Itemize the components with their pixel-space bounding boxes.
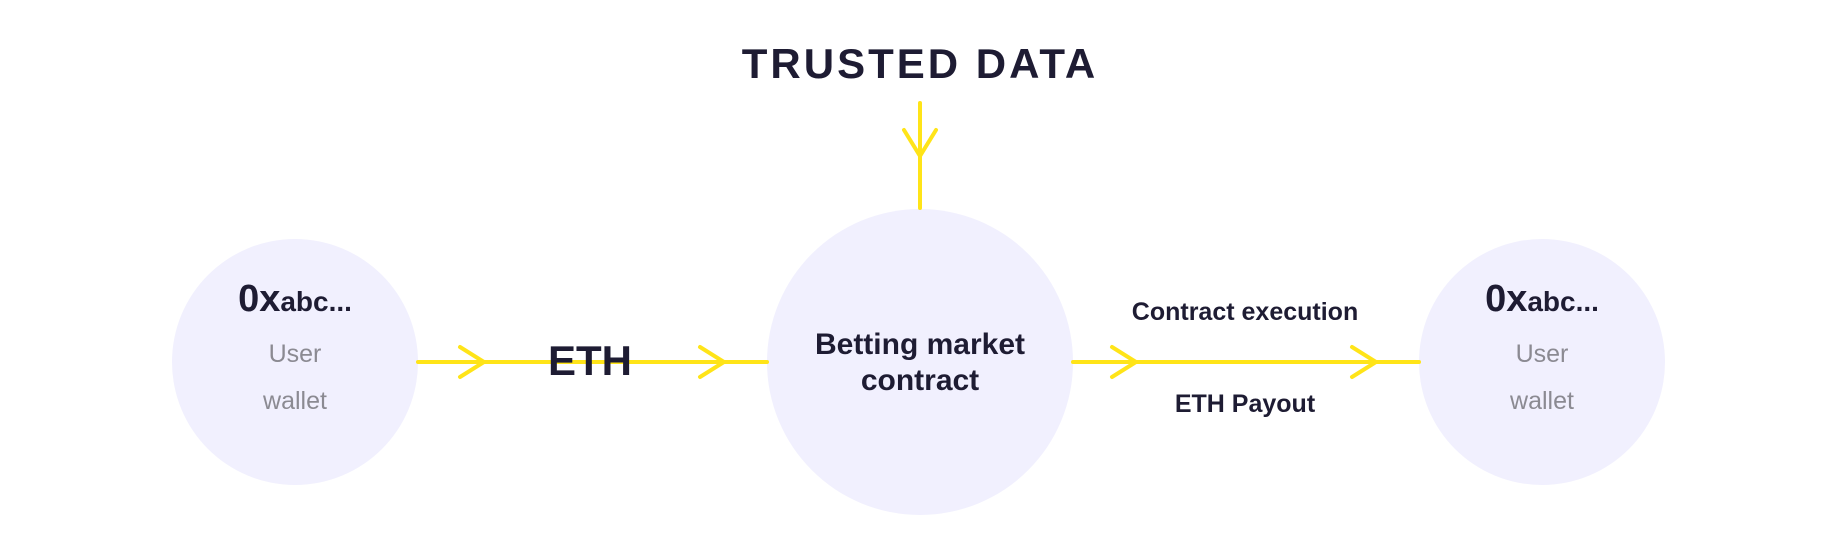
- trusted-data-title: TRUSTED DATA: [741, 40, 1099, 87]
- left-wallet-address-suffix: abc...: [280, 286, 352, 317]
- right-wallet-node: [1419, 239, 1665, 485]
- contract-label: Betting market contract: [814, 328, 1026, 397]
- right-wallet-label-line1: User: [1515, 340, 1569, 368]
- deposit-label: ETH: [548, 337, 632, 384]
- right-wallet-address-suffix: abc...: [1527, 286, 1599, 317]
- payout-arrow: [1071, 345, 1421, 379]
- trusted-data-arrow: [902, 101, 938, 210]
- left-wallet-label-line2: wallet: [263, 387, 327, 415]
- right-wallet-label-line2: wallet: [1510, 387, 1574, 415]
- execution-label: Contract execution: [1131, 298, 1359, 326]
- deposit-arrow: [416, 345, 769, 379]
- left-wallet-node: [172, 239, 418, 485]
- contract-node: [767, 209, 1073, 515]
- right-wallet-address: 0xabc...: [1417, 278, 1667, 321]
- left-wallet-address-prefix: 0x: [238, 278, 281, 320]
- left-wallet-label-line1: User: [268, 340, 322, 368]
- left-wallet-address: 0xabc...: [170, 278, 420, 321]
- payout-label: ETH Payout: [1174, 390, 1316, 418]
- right-wallet-address-prefix: 0x: [1485, 278, 1528, 320]
